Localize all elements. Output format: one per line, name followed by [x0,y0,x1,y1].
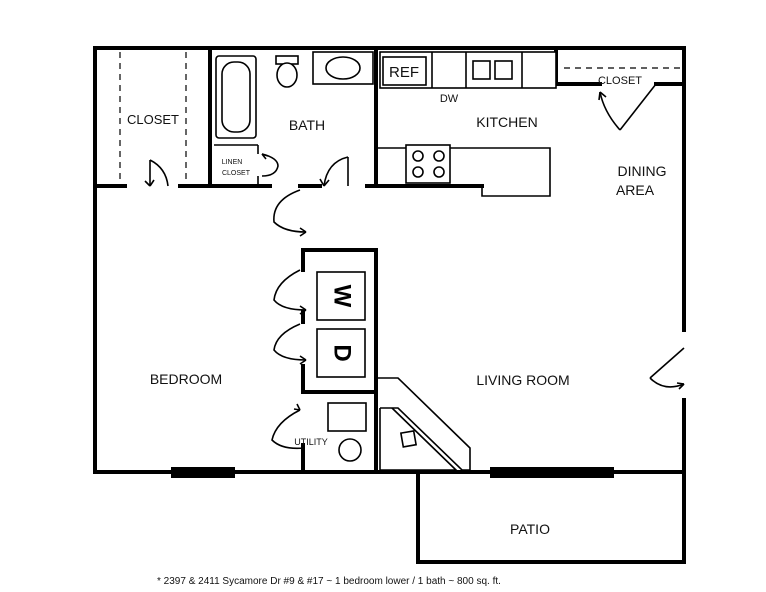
toilet-icon [275,55,299,88]
appliance-label-ref: REF [389,64,419,81]
laundry-closet [316,271,366,378]
bath-sink-icon [312,51,374,85]
bedroom-door-swing-icon [273,189,307,237]
footnote: * 2397 & 2411 Sycamore Dr #9 & #17 ~ 1 b… [157,576,501,587]
utility-fixtures [327,402,367,462]
bedroom-closet-rods [119,52,187,184]
room-label-dining-1: DINING [618,163,667,179]
bath-door-swing-icon [319,156,349,187]
room-label-dining-2: AREA [616,182,655,198]
appliance-label-dw: DW [440,93,459,105]
appliance-label-washer: W [329,285,356,308]
patio-outline [416,470,686,564]
room-label-kitchen: KITCHEN [476,114,537,130]
closet-door-swing-icon [144,159,169,187]
room-label-linen-2: CLOSET [222,170,251,177]
room-label-patio: PATIO [510,521,550,537]
dining-closet-door-swing-icon [598,83,657,131]
room-label-living-room: LIVING ROOM [476,372,569,388]
laundry-door-lower-icon [273,323,307,365]
room-label-closet-dining: CLOSET [598,75,642,87]
stair-closet [378,377,471,471]
bathtub-icon [215,55,257,139]
laundry-door-upper-icon [273,269,307,315]
kitchen-sink-icon [472,60,513,80]
kitchen-counter-bar [376,147,551,197]
stove-icon [405,144,451,184]
room-label-linen-1: LINEN [222,159,243,166]
room-label-bedroom: BEDROOM [150,371,222,387]
utility-door-swing-icon [271,403,305,450]
living-window [490,467,614,478]
refrigerator-icon [382,56,427,86]
appliance-label-dryer: D [329,344,356,361]
room-label-utility: UTILITY [294,437,328,447]
linen-door-swing-icon [261,153,279,177]
room-label-bath: BATH [289,117,325,133]
bedroom-window [171,467,235,478]
front-door-swing-icon [649,347,685,390]
room-label-closet-bedroom: CLOSET [127,112,179,127]
